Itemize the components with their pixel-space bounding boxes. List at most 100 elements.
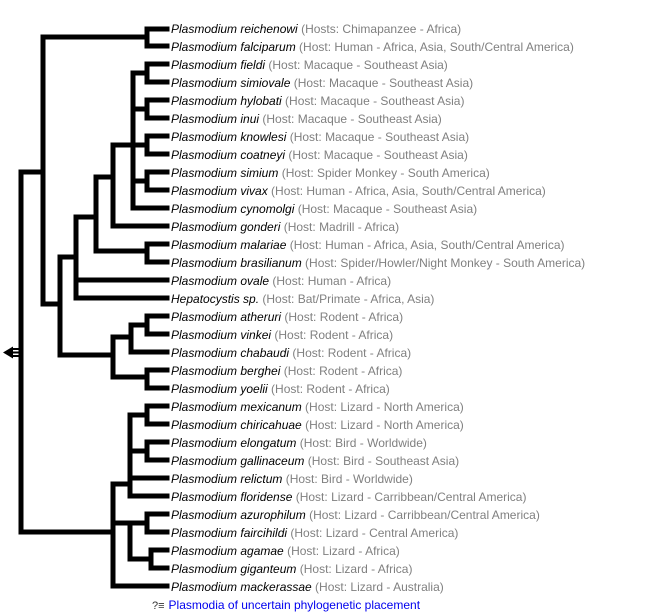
species-name: Plasmodium falciparum (171, 40, 296, 54)
species-name: Plasmodium chabaudi (171, 346, 290, 360)
host-text: (Host: Macaque - Southeast Asia) (286, 130, 470, 144)
host-text: (Host: Lizard - North America) (301, 400, 464, 414)
caption-row: ?≡Plasmodia of uncertain phylogenetic pl… (152, 598, 420, 613)
uncertain-placement-link[interactable]: Plasmodia of uncertain phylogenetic plac… (168, 598, 421, 612)
host-text: (Host: Madrill - Africa) (280, 220, 400, 234)
leaf-label: Plasmodium inui (Host: Macaque - Southea… (171, 111, 442, 127)
host-text: (Host: Lizard - Carribbean/Central Ameri… (305, 508, 540, 522)
species-name: Plasmodium coatneyi (171, 148, 286, 162)
leaf-label: Plasmodium giganteum (Host: Lizard - Afr… (171, 561, 412, 577)
species-name: Plasmodium chiricahuae (171, 418, 302, 432)
leaf-label: Plasmodium azurophilum (Host: Lizard - C… (171, 507, 540, 523)
host-text: (Host: Rodent - Africa) (281, 310, 404, 324)
species-name: Plasmodium fieldi (171, 58, 266, 72)
leaf-label: Plasmodium ovale (Host: Human - Africa) (171, 273, 391, 289)
leaf-label: Plasmodium mexicanum (Host: Lizard - Nor… (171, 399, 464, 415)
leaf-label: Plasmodium knowlesi (Host: Macaque - Sou… (171, 129, 469, 145)
species-name: Plasmodium simiovale (171, 76, 291, 90)
leaf-label: Plasmodium vivax (Host: Human - Africa, … (171, 183, 546, 199)
host-text: (Host: Lizard - Carribbean/Central Ameri… (292, 490, 527, 504)
leaf-label: Plasmodium vinkei (Host: Rodent - Africa… (171, 327, 393, 343)
species-name: Plasmodium cynomolgi (171, 202, 295, 216)
host-text: (Host: Lizard - Africa) (283, 544, 400, 558)
species-name: Plasmodium relictum (171, 472, 283, 486)
species-name: Plasmodium hylobati (171, 94, 282, 108)
leaf-label: Plasmodium hylobati (Host: Macaque - Sou… (171, 93, 464, 109)
leaf-label: Plasmodium simium (Host: Spider Monkey -… (171, 165, 490, 181)
leaf-label: Plasmodium brasilianum (Host: Spider/How… (171, 255, 585, 271)
host-text: (Host: Rodent - Africa) (271, 328, 394, 342)
species-name: Plasmodium faircihildi (171, 526, 288, 540)
leaf-label: Plasmodium simiovale (Host: Macaque - So… (171, 75, 473, 91)
species-name: Plasmodium simium (171, 166, 279, 180)
leaf-label: Hepatocystis sp. (Host: Bat/Primate - Af… (171, 291, 434, 307)
host-text: (Host: Bird - Worldwide) (296, 436, 427, 450)
leaf-label: Plasmodium falciparum (Host: Human - Afr… (171, 39, 574, 55)
leaf-label: Plasmodium coatneyi (Host: Macaque - Sou… (171, 147, 468, 163)
host-text: (Host: Macaque - Southeast Asia) (281, 94, 465, 108)
leaf-label: Plasmodium berghei (Host: Rodent - Afric… (171, 363, 402, 379)
host-text: (Host: Human - Africa, Asia, South/Centr… (295, 40, 574, 54)
leaf-label: Plasmodium agamae (Host: Lizard - Africa… (171, 543, 400, 559)
species-name: Plasmodium atheruri (171, 310, 282, 324)
host-text: (Host: Lizard - Africa) (296, 562, 413, 576)
uncertain-placement-icon: ?≡ (152, 600, 165, 612)
leaf-label: Plasmodium relictum (Host: Bird - Worldw… (171, 471, 413, 487)
host-text: (Host: Lizard - Australia) (311, 580, 444, 594)
root-arrow-icon (3, 346, 20, 359)
host-text: (Host: Spider Monkey - South America) (278, 166, 490, 180)
host-text: (Host: Rodent - Africa) (289, 346, 412, 360)
host-text: (Host: Bat/Primate - Africa, Asia) (259, 292, 435, 306)
host-text: (Host: Rodent - Africa) (267, 382, 390, 396)
leaf-label: Plasmodium gallinaceum (Host: Bird - Sou… (171, 453, 459, 469)
leaf-label: Plasmodium faircihildi (Host: Lizard - C… (171, 525, 458, 541)
species-name: Plasmodium mexicanum (171, 400, 302, 414)
host-text: (Host: Rodent - Africa) (280, 364, 403, 378)
species-name: Plasmodium floridense (171, 490, 293, 504)
species-name: Plasmodium mackerassae (171, 580, 312, 594)
leaf-label: Plasmodium elongatum (Host: Bird - World… (171, 435, 427, 451)
leaf-label: Plasmodium malariae (Host: Human - Afric… (171, 237, 565, 253)
species-name: Plasmodium vinkei (171, 328, 272, 342)
host-text: (Host: Bird - Southeast Asia) (304, 454, 460, 468)
leaf-label: Plasmodium floridense (Host: Lizard - Ca… (171, 489, 526, 505)
leaf-label: Plasmodium fieldi (Host: Macaque - South… (171, 57, 448, 73)
host-text: (Host: Lizard - North America) (301, 418, 464, 432)
species-name: Plasmodium elongatum (171, 436, 297, 450)
species-name: Plasmodium brasilianum (171, 256, 302, 270)
species-name: Plasmodium giganteum (171, 562, 297, 576)
leaf-label: Plasmodium yoelii (Host: Rodent - Africa… (171, 381, 390, 397)
leaf-label: Plasmodium gonderi (Host: Madrill - Afri… (171, 219, 399, 235)
leaf-label: Plasmodium cynomolgi (Host: Macaque - So… (171, 201, 477, 217)
species-name: Plasmodium knowlesi (171, 130, 287, 144)
species-name: Plasmodium reichenowi (171, 22, 298, 36)
host-text: (Host: Human - Africa, Asia, South/Centr… (267, 184, 546, 198)
leaf-label: Plasmodium reichenowi (Hosts: Chimapanze… (171, 21, 461, 37)
species-name: Hepatocystis sp. (171, 292, 260, 306)
host-text: (Host: Human - Africa, Asia, South/Centr… (286, 238, 565, 252)
host-text: (Host: Macaque - Southeast Asia) (265, 58, 448, 72)
species-name: Plasmodium berghei (171, 364, 281, 378)
species-name: Plasmodium agamae (171, 544, 284, 558)
species-name: Plasmodium yoelii (171, 382, 268, 396)
leaf-label: Plasmodium chabaudi (Host: Rodent - Afri… (171, 345, 411, 361)
leaf-label: Plasmodium chiricahuae (Host: Lizard - N… (171, 417, 464, 433)
host-text: (Host: Bird - Worldwide) (282, 472, 413, 486)
leaf-label: Plasmodium mackerassae (Host: Lizard - A… (171, 579, 444, 595)
species-name: Plasmodium gonderi (171, 220, 281, 234)
host-text: (Host: Macaque - Southeast Asia) (285, 148, 468, 162)
host-text: (Host: Lizard - Central America) (287, 526, 459, 540)
species-name: Plasmodium ovale (171, 274, 270, 288)
leaf-label: Plasmodium atheruri (Host: Rodent - Afri… (171, 309, 403, 325)
species-name: Plasmodium malariae (171, 238, 287, 252)
species-name: Plasmodium inui (171, 112, 260, 126)
host-text: (Host: Spider/Howler/Night Monkey - Sout… (301, 256, 586, 270)
species-name: Plasmodium gallinaceum (171, 454, 305, 468)
host-text: (Host: Human - Africa) (269, 274, 392, 288)
species-name: Plasmodium azurophilum (171, 508, 306, 522)
host-text: (Host: Macaque - Southeast Asia) (259, 112, 442, 126)
host-text: (Hosts: Chimapanzee - Africa) (297, 22, 462, 36)
host-text: (Host: Macaque - Southeast Asia) (290, 76, 474, 90)
